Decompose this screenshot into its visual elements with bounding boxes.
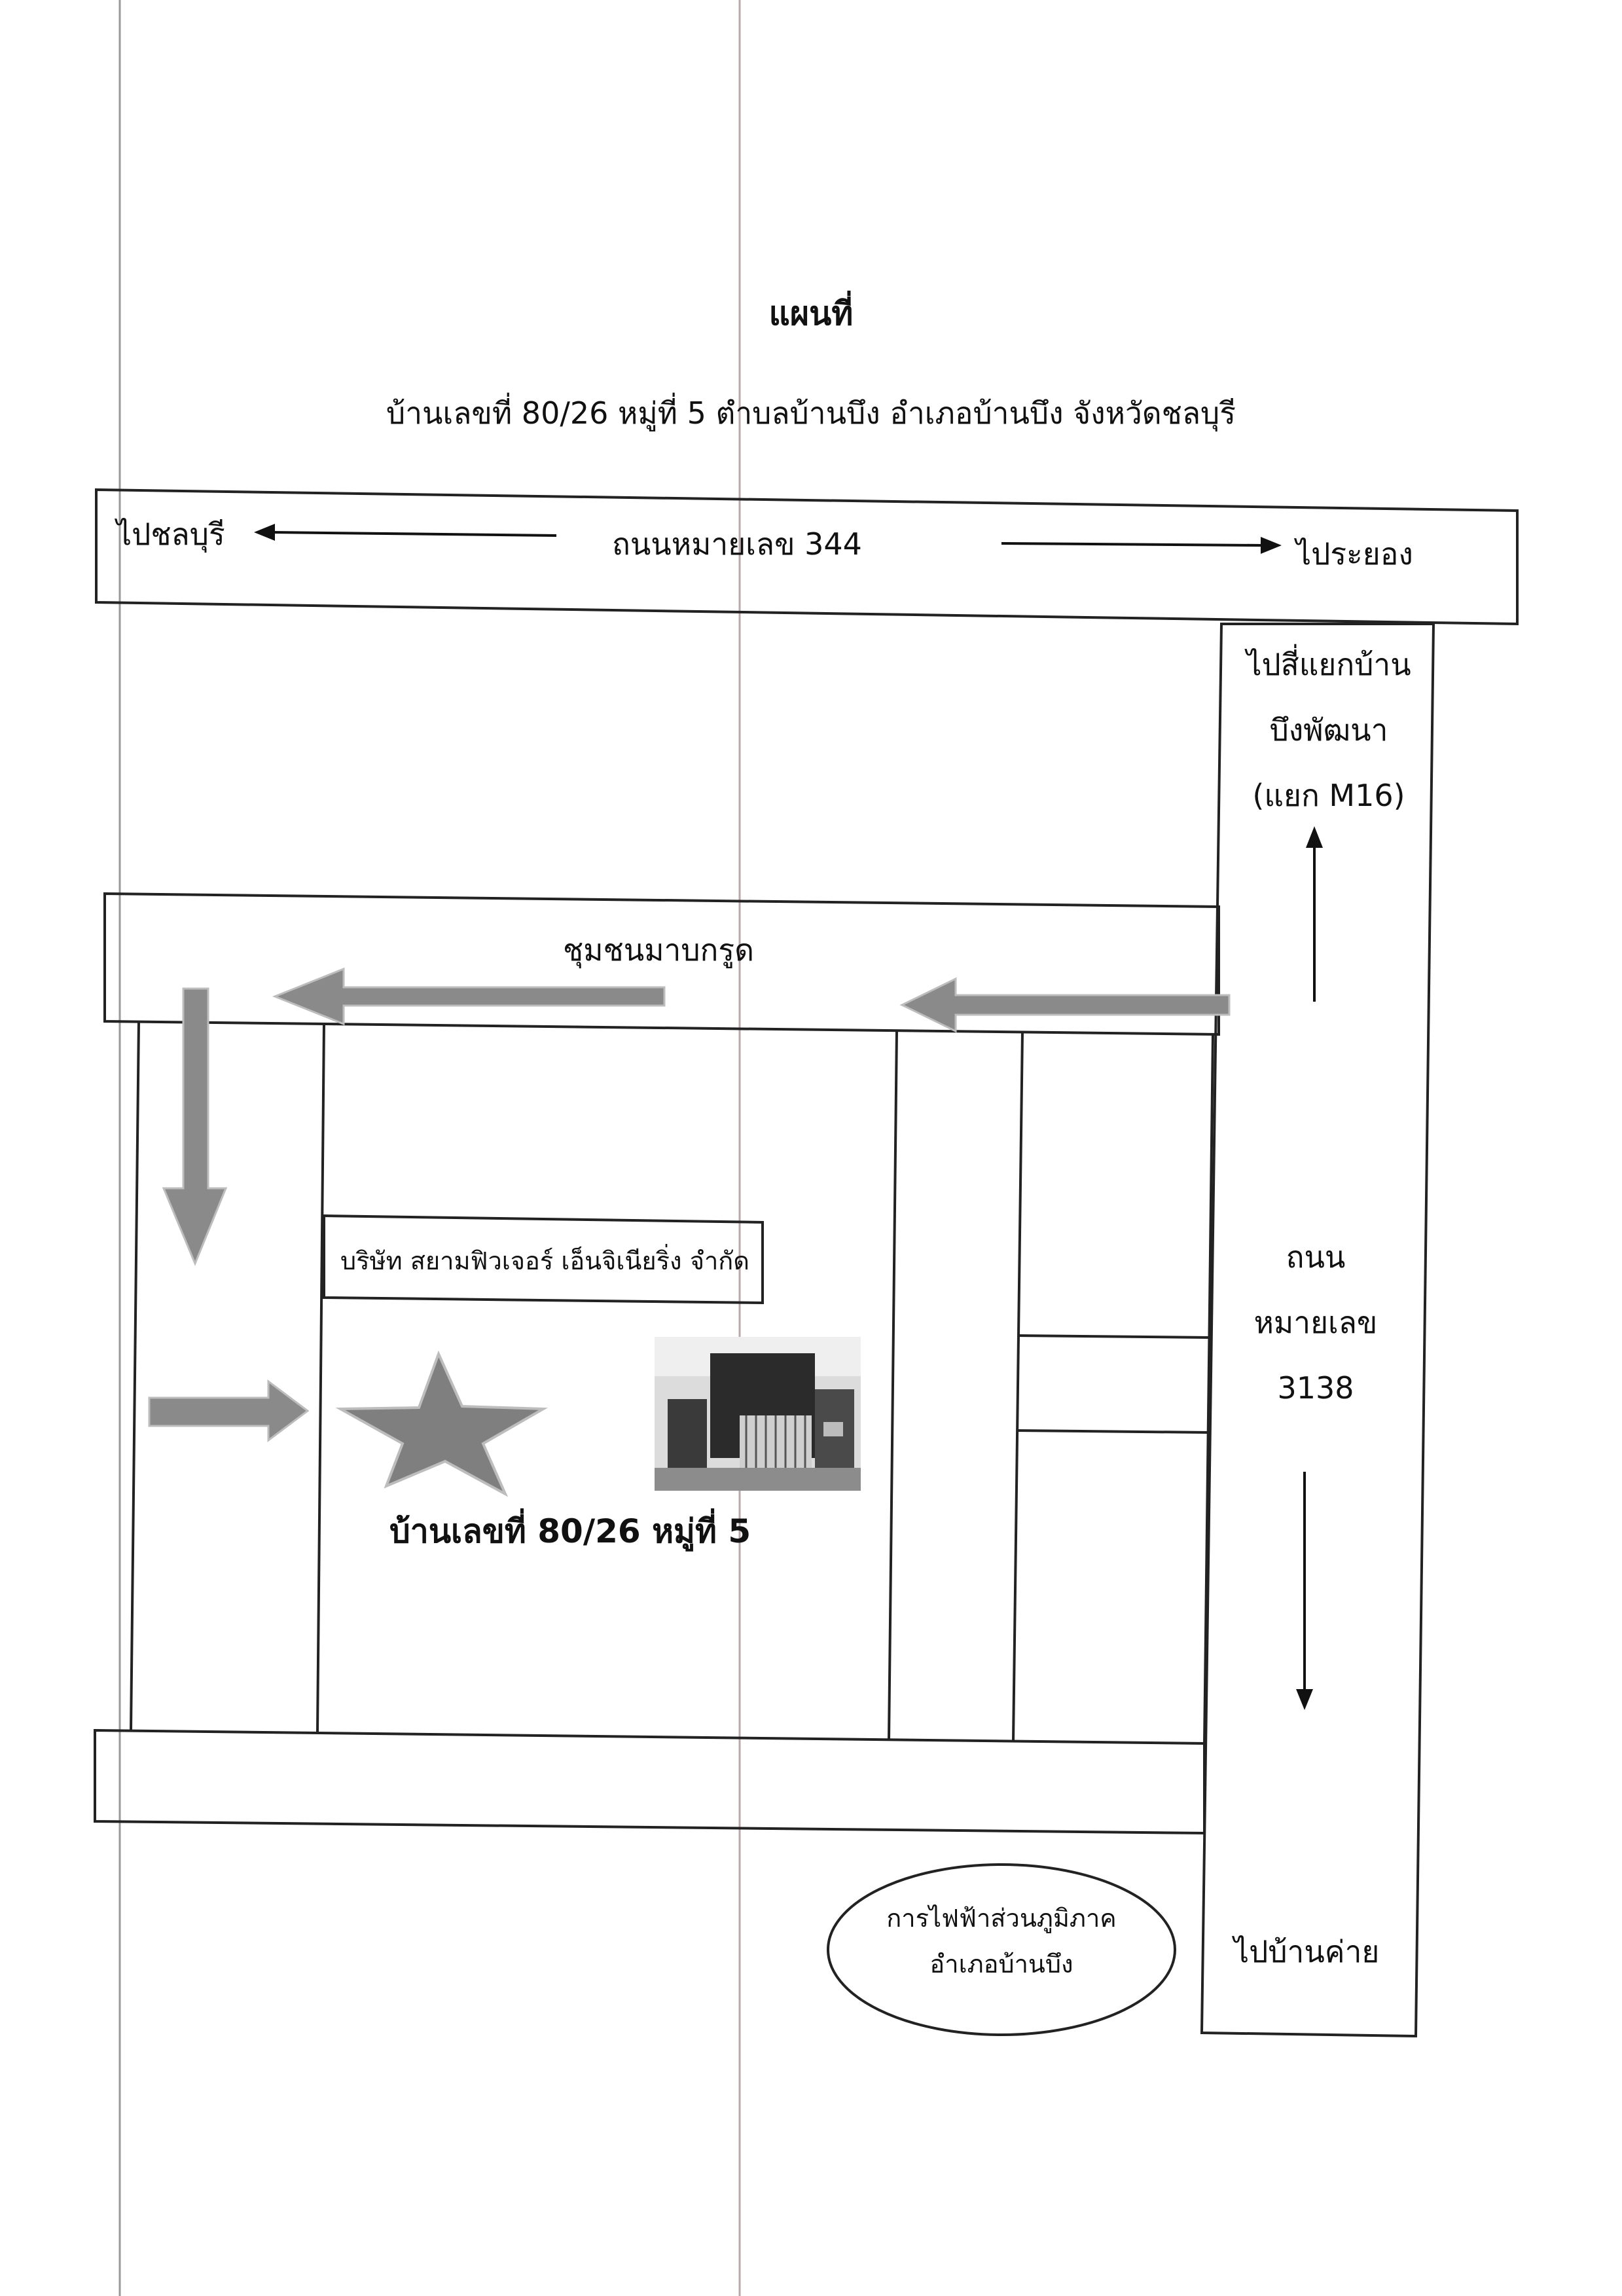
lane-line — [130, 1021, 140, 1731]
house-photo — [655, 1337, 861, 1491]
company-box — [323, 1214, 764, 1305]
route-arrow-4 — [148, 1379, 310, 1442]
label-line: (แยก M16) — [1252, 778, 1405, 813]
plot-line — [1016, 1429, 1209, 1434]
label-line: ไปสี่แยกบ้าน — [1246, 647, 1411, 682]
label-line: ถนน — [1286, 1239, 1346, 1275]
label-to-ban-khai: ไปบ้านค่าย — [1234, 1934, 1380, 1969]
route-arrow-1 — [899, 977, 1231, 1033]
lane-line — [888, 1030, 898, 1740]
label-to-chonburi: ไปชลบุรี — [117, 517, 225, 552]
star-icon — [335, 1350, 549, 1497]
label-company: บริษัท สยามฟิวเจอร์ เอ็นจิเนียริ่ง จำกัด — [340, 1247, 749, 1275]
arrow-head-up-icon — [1306, 826, 1323, 848]
label-line: การไฟฟ้าส่วนภูมิภาค — [886, 1904, 1117, 1933]
lane-line — [1012, 1031, 1024, 1741]
label-road-344: ถนนหมายเลข 344 — [612, 526, 862, 562]
arrow-head-left-icon — [254, 524, 275, 541]
road-3138 — [1200, 623, 1435, 2038]
page-subtitle: บ้านเลขที่ 80/26 หมู่ที่ 5 ตำบลบ้านบึง อ… — [386, 395, 1236, 431]
page-title: แผนที่ — [768, 295, 854, 333]
arrow-head-down-icon — [1296, 1689, 1313, 1710]
label-line: อำเภอบ้านบึง — [929, 1950, 1073, 1978]
label-line: หมายเลข — [1253, 1305, 1378, 1340]
label-to-bueng-phatthana: ไปสี่แยกบ้าน บึงพัฒนา (แยก M16) — [1224, 632, 1433, 828]
lane-line — [1203, 1034, 1214, 1744]
label-to-rayong: ไประยอง — [1296, 536, 1413, 572]
arrow-head-right-icon — [1261, 537, 1282, 554]
bottom-road — [94, 1728, 1206, 1835]
community-road — [103, 892, 1220, 1036]
route-arrow-2 — [272, 967, 666, 1026]
plot-line — [1017, 1334, 1210, 1339]
lane-line — [316, 1023, 325, 1732]
landmark-ellipse — [827, 1863, 1176, 2036]
label-house: บ้านเลขที่ 80/26 หมู่ที่ 5 — [389, 1512, 751, 1550]
label-landmark: การไฟฟ้าส่วนภูมิภาค อำเภอบ้านบึง — [838, 1895, 1165, 1987]
route-arrow-3 — [162, 987, 228, 1266]
road-344 — [95, 488, 1519, 626]
label-community: ชุมชนมาบกรูด — [563, 932, 754, 968]
label-line: บึงพัฒนา — [1269, 712, 1388, 748]
arrow-to-chonburi — [271, 531, 557, 537]
label-road-3138: ถนน หมายเลข 3138 — [1224, 1224, 1407, 1421]
label-line: 3138 — [1277, 1370, 1354, 1406]
arrow-to-rayong — [1001, 542, 1264, 547]
